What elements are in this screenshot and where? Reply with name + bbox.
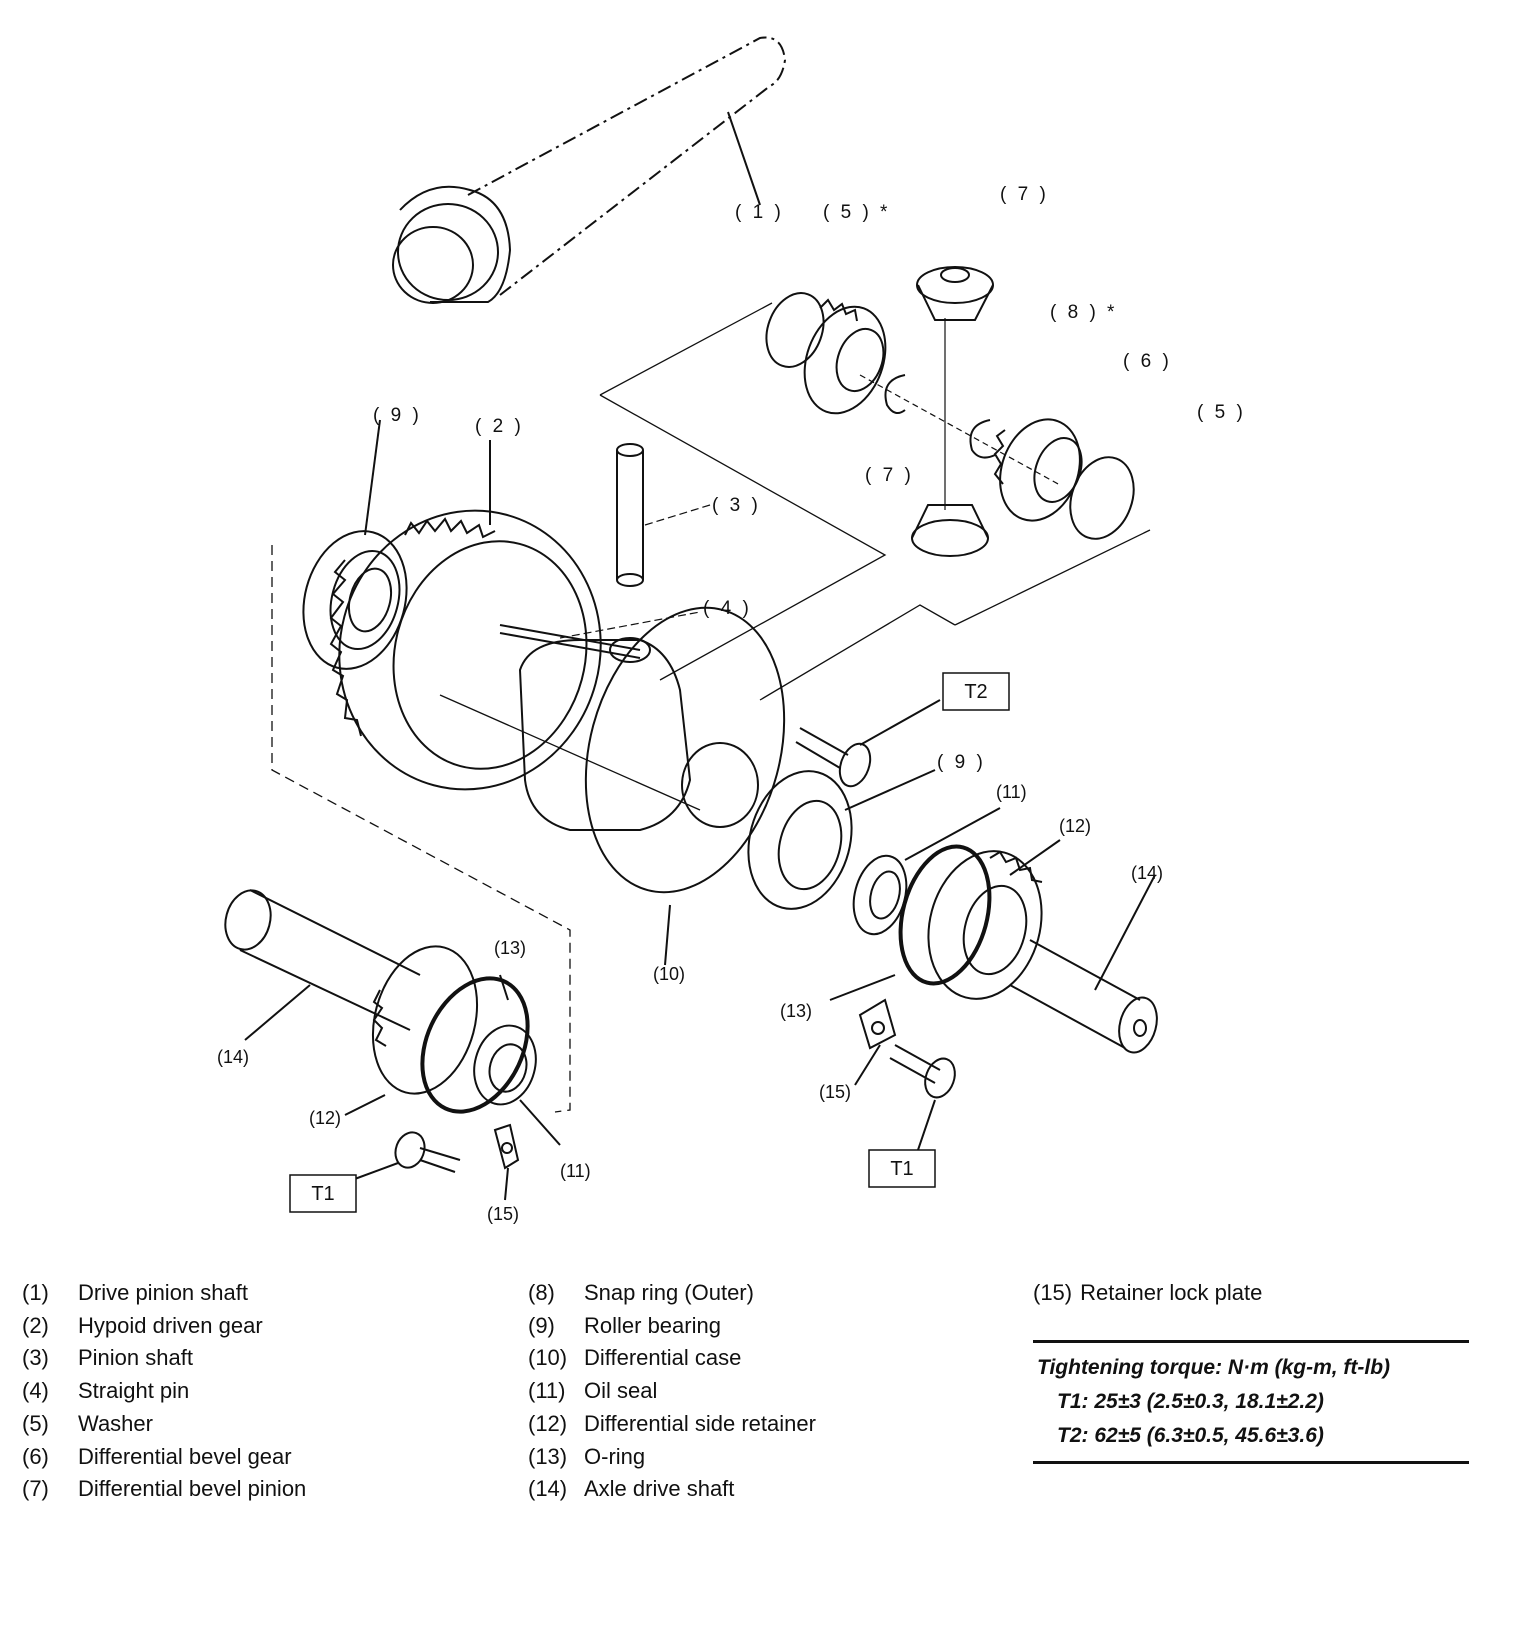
oil-seal-right xyxy=(852,807,1001,936)
legend-item: (5)Washer xyxy=(22,1410,153,1436)
callout-14-left: (14) xyxy=(217,1047,249,1067)
callout-9-left: ( 9 ) xyxy=(373,405,422,426)
callout-4: ( 4 ) xyxy=(703,598,752,619)
retainer-lock-plate-right xyxy=(854,998,956,1151)
callout-15-right: (15) xyxy=(819,1082,851,1102)
callout-7-low: ( 7 ) xyxy=(865,465,914,486)
callout-14-right: (14) xyxy=(1131,863,1163,883)
legend-item: (2)Hypoid driven gear xyxy=(22,1312,263,1338)
exploded-view-diagram: T2 T1 T1 ( 1 ) ( 5 ) * ( 7 ) ( 8 ) * ( 6… xyxy=(217,36,1246,1224)
svg-text:T2: T2 xyxy=(964,681,987,703)
callout-15-left: (15) xyxy=(487,1204,519,1224)
snap-ring-left xyxy=(884,374,906,415)
callout-6: ( 6 ) xyxy=(1123,351,1172,372)
legend-item: (4)Straight pin xyxy=(22,1378,190,1404)
washer-right xyxy=(1069,456,1135,540)
callout-9-right: ( 9 ) xyxy=(937,752,986,773)
axle-drive-shaft-right xyxy=(1009,874,1158,1054)
legend-column-1: (1)Drive pinion shaft (2)Hypoid driven g… xyxy=(22,1277,306,1506)
legend-item: (15)Retainer lock plate xyxy=(1033,1280,1263,1305)
callout-2: ( 2 ) xyxy=(475,416,524,437)
t2-bolt xyxy=(795,699,941,788)
callout-10: (10) xyxy=(653,964,685,984)
axle-drive-shaft-left xyxy=(224,889,421,1041)
legend-item: (3)Pinion shaft xyxy=(22,1345,193,1371)
assembly-guide-lines xyxy=(271,302,1151,1113)
legend-column-3: (15)Retainer lock plate xyxy=(1033,1277,1262,1310)
torque-t2: T2: 62±5 (6.3±0.5, 45.6±3.6) xyxy=(1057,1424,1324,1447)
callout-5-right: ( 5 ) xyxy=(1197,402,1246,423)
callout-5-top: ( 5 ) * xyxy=(823,202,890,223)
tightening-torque-box: Tightening torque: N·m (kg-m, ft-lb) T1:… xyxy=(1033,1340,1469,1464)
pinion-shaft xyxy=(616,443,711,587)
legend-item: (13)O-ring xyxy=(528,1443,646,1469)
callout-12-right: (12) xyxy=(1059,816,1091,836)
callout-8: ( 8 ) * xyxy=(1050,302,1117,323)
legend-item: (1)Drive pinion shaft xyxy=(22,1280,248,1305)
legend-item: (14)Axle drive shaft xyxy=(528,1476,735,1502)
legend-item: (8)Snap ring (Outer) xyxy=(528,1280,754,1305)
callout-12-left: (12) xyxy=(309,1108,341,1128)
legend-item: (11)Oil seal xyxy=(528,1378,658,1404)
callout-11-left: (11) xyxy=(560,1161,591,1181)
legend-item: (6)Differential bevel gear xyxy=(22,1443,292,1469)
legend-item: (9)Roller bearing xyxy=(528,1312,721,1338)
torque-box-t1-right: T1 xyxy=(868,1149,936,1188)
roller-bearing-right xyxy=(747,769,936,910)
legend-item: (7)Differential bevel pinion xyxy=(22,1476,307,1502)
drive-pinion-shaft xyxy=(392,36,787,304)
torque-heading: Tightening torque: N·m (kg-m, ft-lb) xyxy=(1037,1356,1391,1379)
hypoid-driven-gear xyxy=(329,440,602,791)
bevel-gear-left xyxy=(803,298,887,415)
callout-7-top: ( 7 ) xyxy=(1000,184,1049,205)
callout-13-right: (13) xyxy=(780,1001,812,1021)
svg-text:T1: T1 xyxy=(311,1183,334,1205)
callout-13-left: (13) xyxy=(494,938,526,958)
washer-top xyxy=(765,292,825,368)
legend-column-2: (8)Snap ring (Outer) (9)Roller bearing (… xyxy=(528,1277,816,1506)
roller-bearing-left xyxy=(302,419,408,670)
torque-box-t2: T2 xyxy=(942,672,1010,711)
callout-11-right: (11) xyxy=(996,782,1027,802)
straight-pin xyxy=(499,611,701,659)
side-retainer-right xyxy=(829,839,1061,1001)
svg-text:T1: T1 xyxy=(890,1158,913,1180)
differential-case xyxy=(518,606,786,966)
callout-1: ( 1 ) xyxy=(735,202,784,223)
bevel-pinion-top xyxy=(916,266,994,321)
snap-ring-right xyxy=(969,419,996,459)
bevel-gear-right xyxy=(993,418,1083,522)
legend-item: (10)Differential case xyxy=(528,1345,742,1371)
bevel-pinion-low xyxy=(911,318,989,557)
torque-t1: T1: 25±3 (2.5±0.3, 18.1±2.2) xyxy=(1057,1390,1324,1413)
callout-3: ( 3 ) xyxy=(712,495,761,516)
legend-item: (12)Differential side retainer xyxy=(528,1410,816,1436)
torque-box-t1-left: T1 xyxy=(289,1174,357,1213)
retainer-lock-plate-left xyxy=(351,1123,520,1201)
side-retainer-left xyxy=(344,945,561,1146)
